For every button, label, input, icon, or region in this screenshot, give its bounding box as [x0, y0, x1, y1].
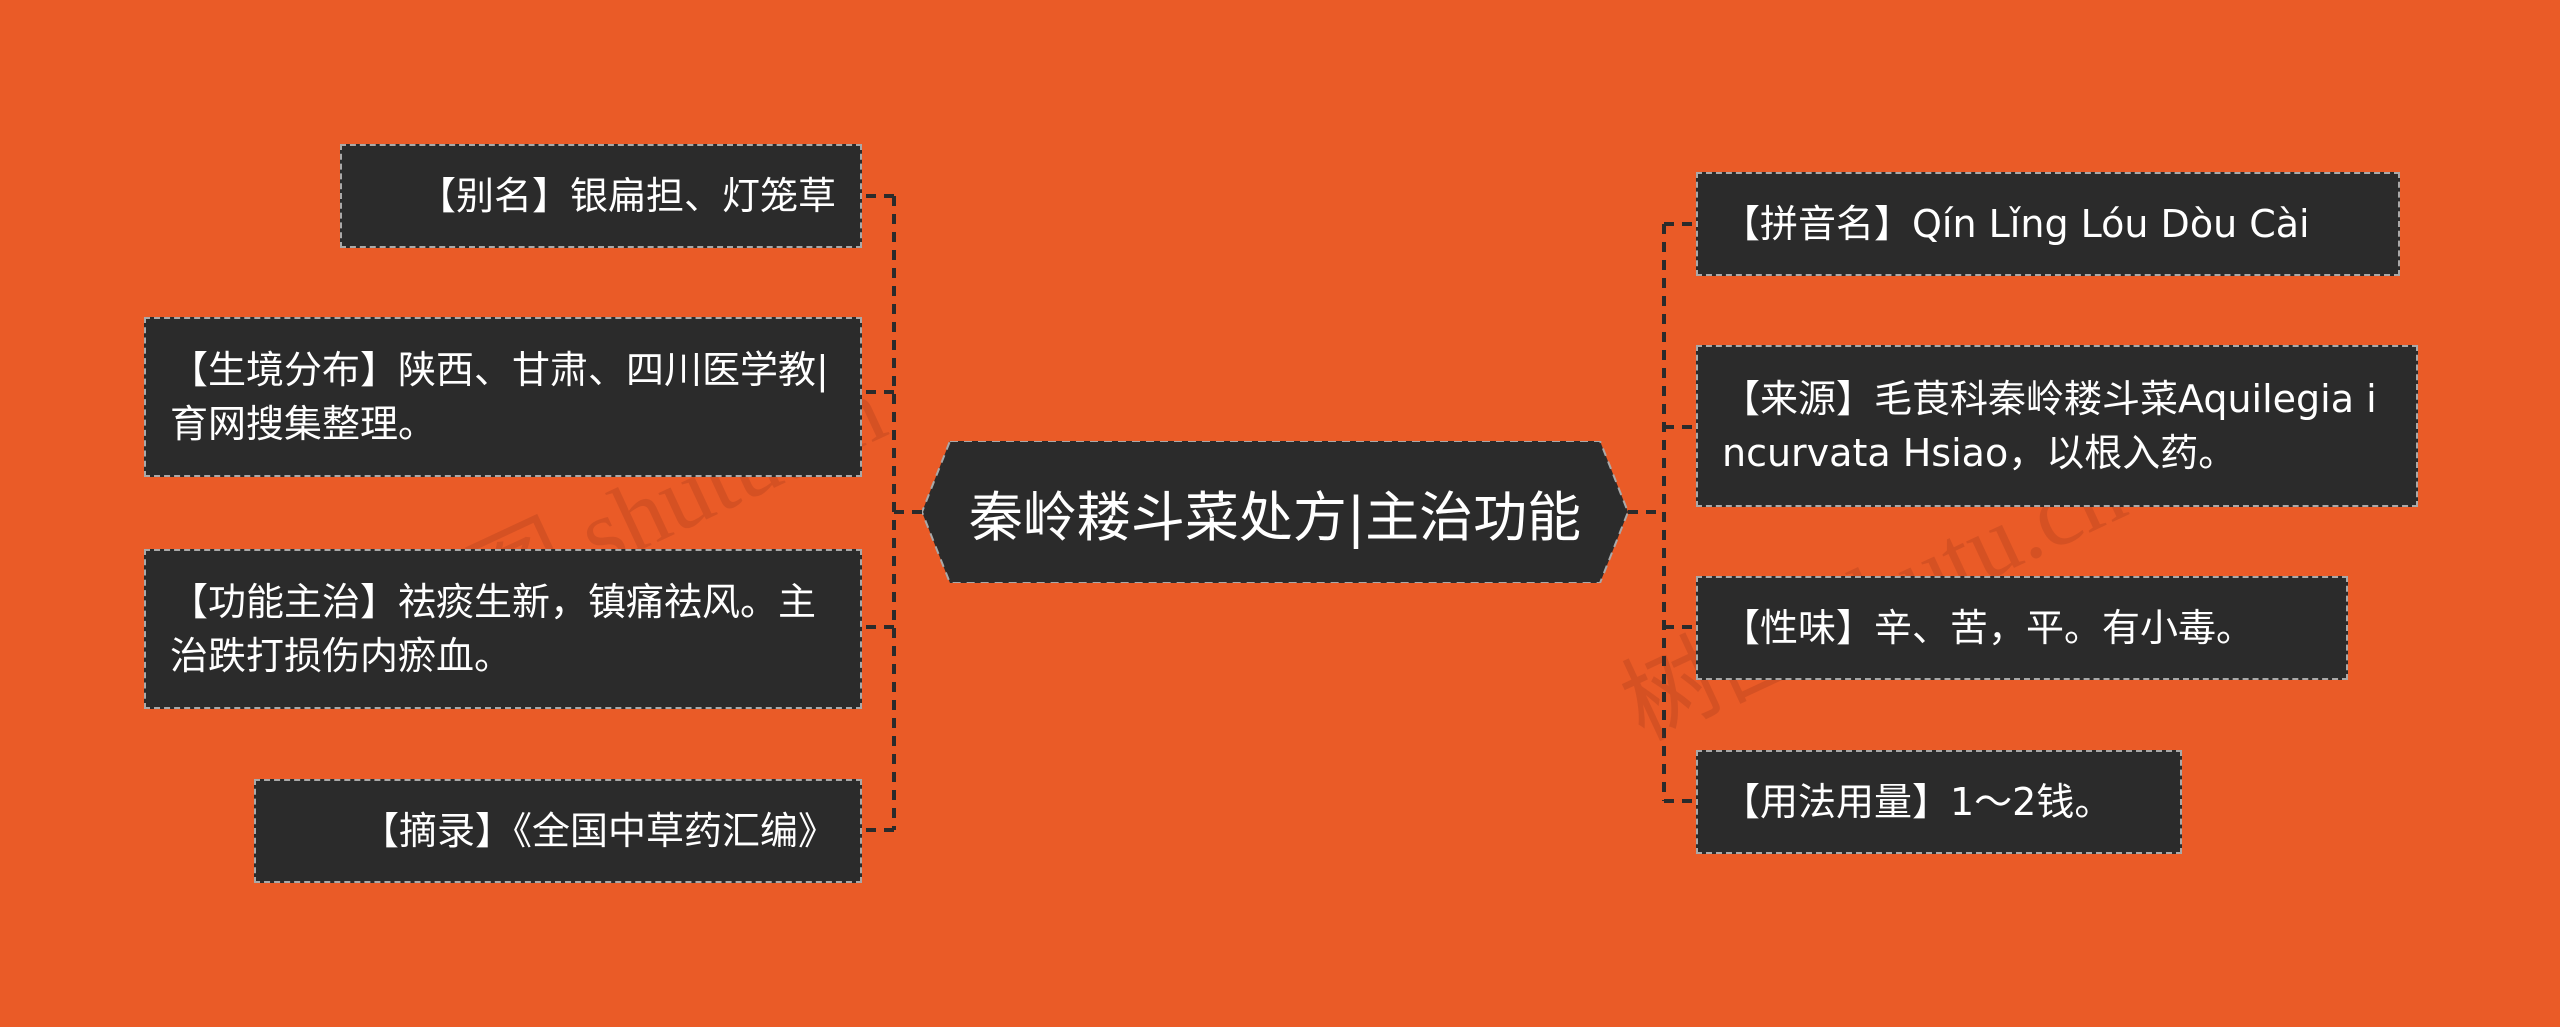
- topic-dosage[interactable]: 【用法用量】1～2钱。: [1696, 750, 2182, 854]
- topic-excerpt-text: 【摘录】《全国中草药汇编》: [360, 809, 836, 853]
- topic-alias-text: 【别名】银扁担、灯笼草: [417, 174, 836, 218]
- central-topic-shape: [922, 441, 1628, 583]
- topic-excerpt[interactable]: 【摘录】《全国中草药汇编》: [254, 779, 862, 883]
- topic-habitat-text: 【生境分布】陕西、甘肃、四川医学教|育网搜集整理。: [170, 348, 829, 446]
- central-topic-title: 秦岭耧斗菜处方|主治功能: [968, 485, 1582, 549]
- central-topic[interactable]: 秦岭耧斗菜处方|主治功能: [922, 441, 1628, 583]
- topic-function-text: 【功能主治】祛痰生新，镇痛祛风。主治跌打损伤内瘀血。: [170, 580, 817, 678]
- topic-source[interactable]: 【来源】毛茛科秦岭耧斗菜Aquilegia incurvata Hsiao，以根…: [1696, 345, 2418, 507]
- topic-taste[interactable]: 【性味】辛、苦，平。有小毒。: [1696, 576, 2348, 680]
- topic-habitat[interactable]: 【生境分布】陕西、甘肃、四川医学教|育网搜集整理。: [144, 317, 862, 477]
- topic-taste-text: 【性味】辛、苦，平。有小毒。: [1722, 606, 2255, 650]
- topic-source-text: 【来源】毛茛科秦岭耧斗菜Aquilegia incurvata Hsiao，以根…: [1722, 377, 2377, 475]
- topic-function[interactable]: 【功能主治】祛痰生新，镇痛祛风。主治跌打损伤内瘀血。: [144, 549, 862, 709]
- topic-alias[interactable]: 【别名】银扁担、灯笼草: [340, 144, 862, 248]
- topic-pinyin[interactable]: 【拼音名】Qín Lǐng Lóu Dòu Cài: [1696, 172, 2400, 276]
- link-left-trunk: [892, 196, 922, 830]
- link-right-trunk: [1628, 224, 1666, 801]
- topic-dosage-text: 【用法用量】1～2钱。: [1722, 780, 2113, 824]
- topic-pinyin-text: 【拼音名】Qín Lǐng Lóu Dòu Cài: [1722, 202, 2310, 246]
